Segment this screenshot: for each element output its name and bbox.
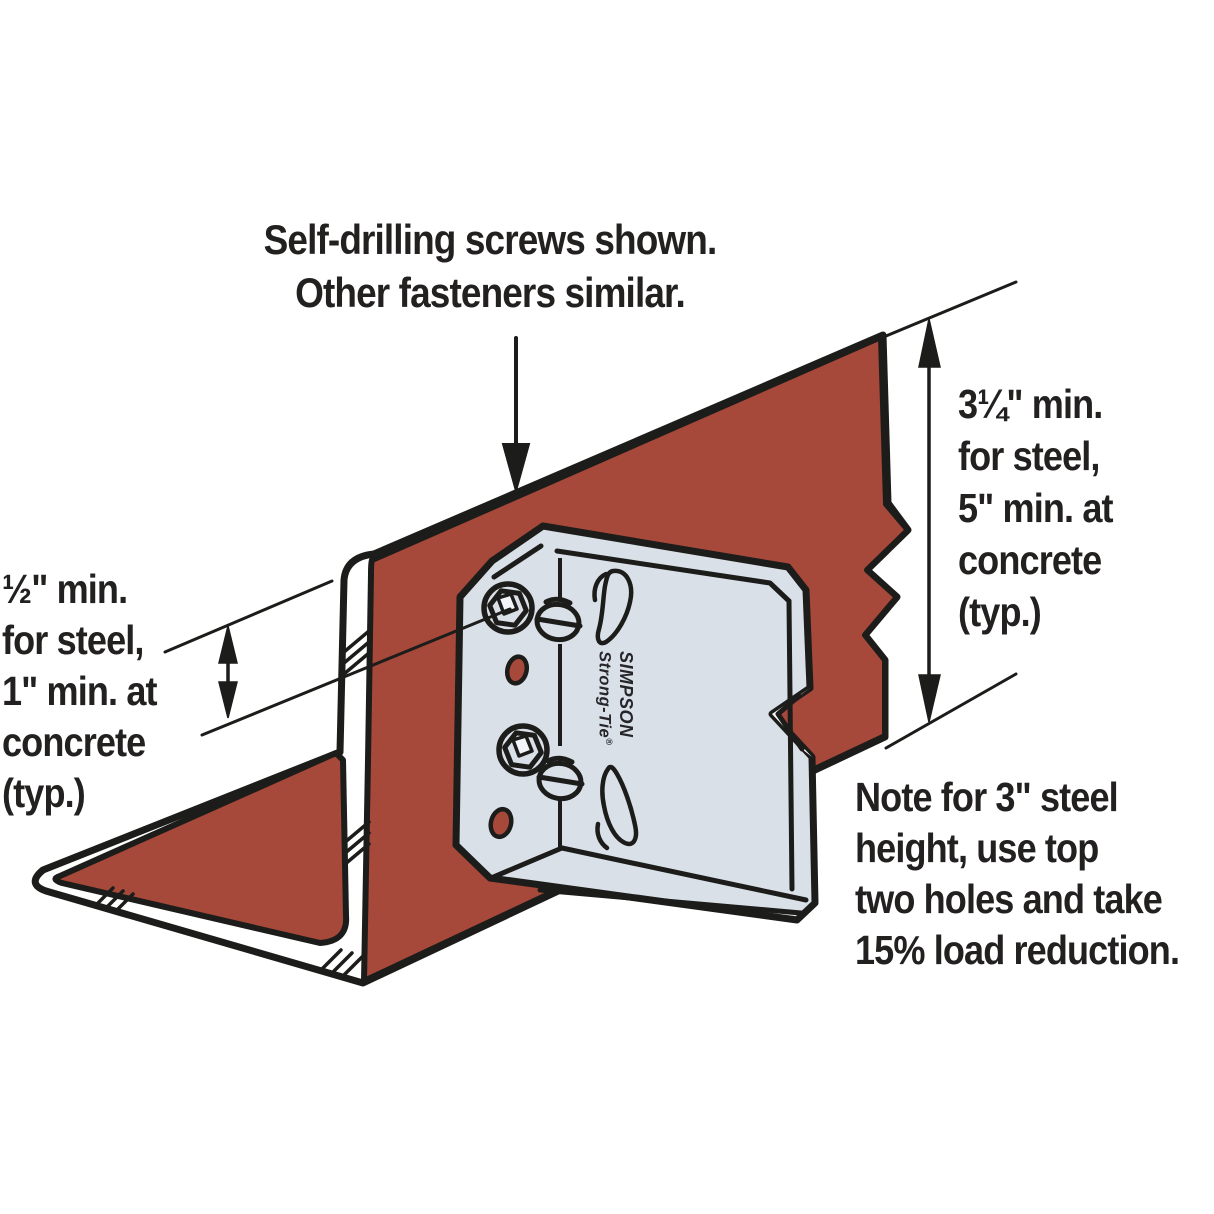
slot-screw-bottom bbox=[536, 755, 585, 802]
left-dimension-graphics bbox=[163, 579, 334, 719]
beam-flange-face bbox=[52, 750, 350, 946]
bracket-creases bbox=[488, 543, 809, 916]
bottom-note-line4: 15% load reduction. bbox=[855, 927, 1180, 973]
teardrop-emboss-top bbox=[592, 568, 634, 646]
bottom-note: Note for 3" steel height, use top two ho… bbox=[855, 772, 1180, 976]
right-dim-line2: for steel, bbox=[958, 433, 1100, 479]
hex-screw-bottom bbox=[496, 723, 550, 777]
bottom-note-line2: height, use top bbox=[855, 825, 1099, 871]
leader-line bbox=[200, 607, 512, 737]
annotation-lines bbox=[163, 280, 1018, 750]
hex-highlight bbox=[496, 592, 519, 616]
right-dimension-graphics bbox=[884, 280, 1018, 750]
right-dim-line1: 3¼" min. bbox=[958, 381, 1103, 427]
brand-line2: Strong-Tie® bbox=[595, 651, 615, 746]
brand-stamp: SIMPSON Strong-Tie® bbox=[595, 651, 637, 811]
left-dim-line4: concrete bbox=[2, 719, 146, 765]
left-dim-line1: ½" min. bbox=[2, 566, 128, 612]
beam-hatch-marks bbox=[93, 629, 371, 979]
right-dim-line3: 5" min. at bbox=[958, 485, 1114, 531]
connector-bracket bbox=[452, 522, 819, 924]
right-dim-line4: concrete bbox=[958, 537, 1102, 583]
hex-highlight bbox=[511, 734, 534, 758]
registered-mark: ® bbox=[604, 738, 614, 746]
pointer-arrow-top bbox=[501, 336, 531, 495]
left-dim-line5: (typ.) bbox=[2, 770, 86, 816]
right-dimension-label: 3¼" min. for steel, 5" min. at concrete … bbox=[958, 378, 1114, 638]
bracket-notch-inner-line bbox=[775, 693, 805, 752]
extension-line-bottom bbox=[884, 672, 1018, 750]
left-dim-line3: 1" min. at bbox=[2, 668, 158, 714]
hex-screw-top bbox=[481, 581, 535, 635]
extension-line bbox=[163, 579, 334, 654]
screw-hole-top bbox=[504, 654, 530, 686]
bottom-note-line1: Note for 3" steel bbox=[855, 774, 1119, 820]
left-dimension-label: ½" min. for steel, 1" min. at concrete (… bbox=[2, 564, 158, 819]
brand-line1: SIMPSON bbox=[616, 651, 636, 738]
slot-screw-top bbox=[534, 596, 583, 643]
left-dim-line2: for steel, bbox=[2, 617, 144, 663]
right-dim-line5: (typ.) bbox=[958, 589, 1042, 635]
screw-hole-bottom bbox=[488, 806, 514, 840]
teardrop-emboss-bottom bbox=[595, 764, 639, 851]
top-note-line2: Other fasteners similar. bbox=[295, 269, 686, 316]
top-note: Self-drilling screws shown. Other fasten… bbox=[244, 213, 737, 319]
extension-line-top bbox=[884, 280, 1018, 338]
bottom-note-line3: two holes and take bbox=[855, 876, 1163, 922]
top-note-line1: Self-drilling screws shown. bbox=[263, 216, 718, 263]
